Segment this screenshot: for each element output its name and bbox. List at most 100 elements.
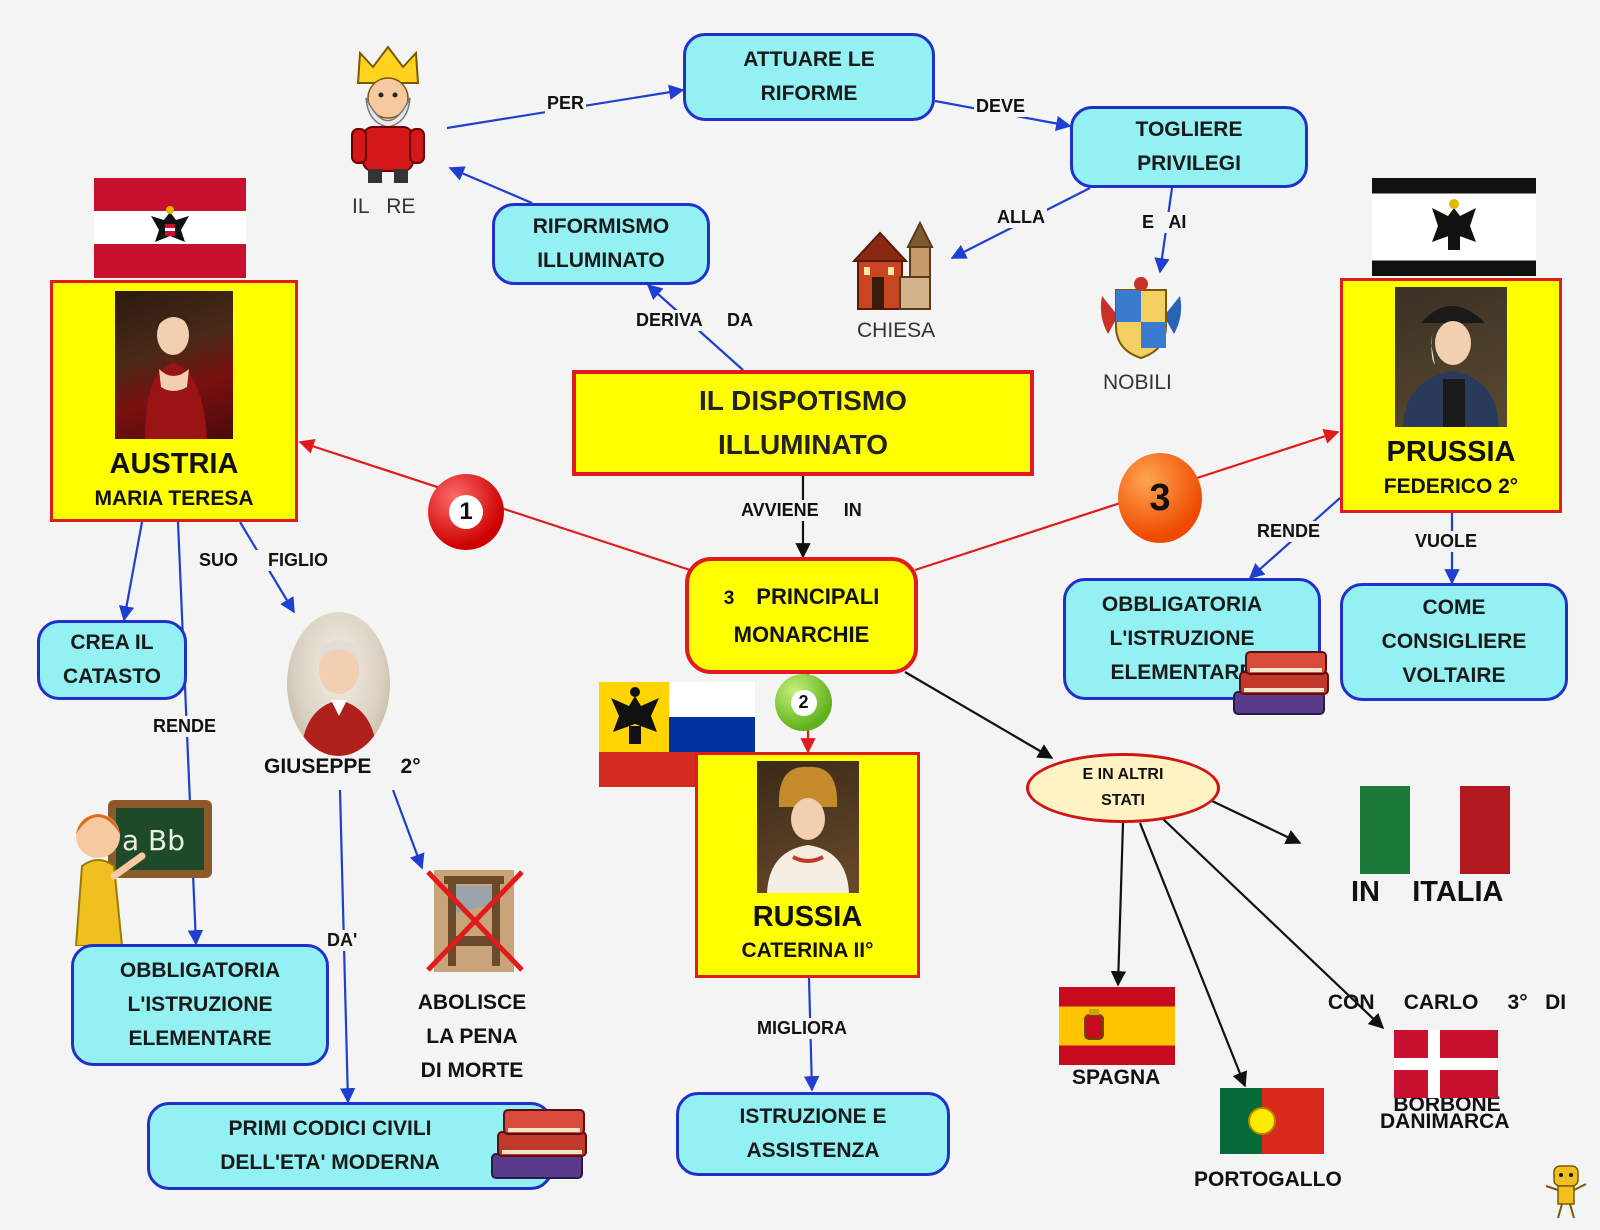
books-icon-prussia: [1233, 651, 1329, 715]
church-caption: CHIESA: [857, 319, 936, 342]
voltaire-line1: COME: [1422, 596, 1486, 619]
federico-portrait: [1395, 287, 1507, 427]
monarchie-line2: MONARCHIE: [733, 621, 870, 647]
prussia-ruler: FEDERICO 2°: [1383, 475, 1519, 498]
badge-two-number: 2: [790, 689, 817, 716]
russia-istruzione-line2: ASSISTENZA: [746, 1139, 880, 1162]
king-caption: IL RE: [352, 195, 416, 218]
altri-stati-line2: STATI: [1101, 792, 1145, 809]
badge-one-number: 1: [449, 495, 483, 529]
italy-flag: [1360, 786, 1510, 874]
node-austria-istruzione: OBBLIGATORIA L'ISTRUZIONE ELEMENTARE: [71, 944, 329, 1066]
austria-istruzione-line3: ELEMENTARE: [128, 1027, 272, 1050]
label-suo-figlio: SUO FIGLIO: [197, 550, 331, 571]
denmark-flag: [1394, 1030, 1498, 1098]
austria-ruler: MARIA TERESA: [94, 487, 254, 510]
danimarca-label: DANIMARCA: [1380, 1110, 1510, 1133]
teacher-chalkboard-icon: a Bb: [74, 800, 212, 946]
italia-title: IN ITALIA: [1351, 876, 1504, 908]
label-avviene-in: AVVIENE IN: [739, 500, 864, 521]
arrow-monarchie-altri: [904, 671, 1054, 759]
caterina-portrait: [756, 761, 859, 893]
label-deriva-da: DERIVA DA: [634, 310, 756, 331]
russia-eagle-icon: [611, 687, 659, 744]
austria-eagle-icon: [151, 206, 189, 242]
italia-ruler: CON CARLO 3° DI BORBONE: [1312, 918, 1582, 1156]
portogallo-label: PORTOGALLO: [1194, 1168, 1342, 1191]
catasto-line1: CREA IL: [70, 631, 154, 654]
giuseppe-name: GIUSEPPE 2°: [264, 755, 421, 778]
coat-of-arms-icon: [1100, 277, 1182, 360]
king-icon: [351, 45, 425, 183]
prussia-istruzione-line1: OBBLIGATORIA: [1101, 593, 1263, 616]
arrow-altri-danimarca: [1161, 817, 1385, 1030]
mascot-icon: [1545, 1165, 1587, 1219]
badge-two: 2: [775, 674, 832, 731]
prussia-flag: [1372, 178, 1536, 276]
spain-crest-icon: [1084, 1009, 1104, 1040]
books-icon: [491, 1109, 587, 1179]
node-consigliere-voltaire: COME CONSIGLIERE VOLTAIRE: [1340, 583, 1568, 701]
privilegi-line1: TOGLIERE: [1135, 118, 1243, 141]
node-codici-civili: PRIMI CODICI CIVILI DELL'ETA' MODERNA: [147, 1102, 553, 1190]
chalkboard-text: a Bb: [122, 824, 185, 857]
arrow-austria-catasto: [118, 521, 144, 622]
austria-istruzione-line1: OBBLIGATORIA: [119, 959, 281, 982]
monarchie-number: 3: [723, 587, 735, 609]
prussia-eagle-icon: [1432, 199, 1476, 250]
label-deve: DEVE: [974, 96, 1028, 117]
abolisce-line3: DI MORTE: [420, 1059, 524, 1082]
node-altri-stati: E IN ALTRI STATI: [1026, 753, 1220, 823]
riforme-line1: ATTUARE LE: [743, 48, 875, 71]
guillotine-crossed-icon: [426, 870, 524, 972]
riformismo-line1: RIFORMISMO: [532, 215, 670, 238]
label-da: DA': [325, 930, 360, 951]
russia-istruzione-line1: ISTRUZIONE E: [739, 1105, 887, 1128]
austria-flag: [94, 178, 246, 278]
arrow-riformismo-re: [448, 166, 533, 205]
voltaire-line2: CONSIGLIERE: [1381, 630, 1527, 653]
spagna-label: SPAGNA: [1072, 1066, 1161, 1089]
node-principali-monarchie: 3 PRINCIPALI MONARCHIE: [685, 557, 918, 674]
central-line2: ILLUMINATO: [717, 429, 889, 460]
altri-stati-line1: E IN ALTRI: [1082, 766, 1164, 783]
austria-country: AUSTRIA: [109, 448, 239, 480]
prussia-istruzione-line2: L'ISTRUZIONE: [1109, 627, 1255, 650]
portugal-flag: [1220, 1088, 1324, 1154]
austria-istruzione-line2: L'ISTRUZIONE: [127, 993, 273, 1016]
arrow-altri-portogallo: [1138, 822, 1248, 1088]
riformismo-line2: ILLUMINATO: [537, 249, 665, 272]
abolisce-line2: LA PENA: [426, 1025, 518, 1048]
badge-three: 3: [1118, 453, 1202, 543]
badge-one: 1: [428, 474, 504, 550]
label-rende-austria: RENDE: [151, 716, 219, 737]
arrow-giuseppe-abolisce: [391, 789, 425, 870]
label-per: PER: [545, 93, 587, 114]
abolisce-line1: ABOLISCE: [417, 991, 527, 1014]
voltaire-line3: VOLTAIRE: [1402, 664, 1506, 687]
catasto-line2: CATASTO: [63, 665, 161, 688]
privilegi-line2: PRIVILEGI: [1137, 152, 1241, 175]
abolisce-pena-di-morte: ABOLISCE LA PENA DI MORTE: [402, 986, 542, 1088]
prussia-country: PRUSSIA: [1386, 436, 1516, 468]
node-russia: RUSSIA CATERINA II°: [695, 752, 920, 978]
arrow-altri-spagna: [1110, 822, 1127, 987]
monarchie-line1: PRINCIPALI: [756, 583, 880, 609]
label-alla: ALLA: [995, 207, 1047, 228]
node-prussia: PRUSSIA FEDERICO 2°: [1340, 278, 1562, 513]
nobles-caption: NOBILI: [1103, 371, 1172, 394]
russia-ruler: CATERINA II°: [741, 939, 874, 962]
label-migliora: MIGLIORA: [755, 1018, 849, 1039]
codici-line2: DELL'ETA' MODERNA: [220, 1151, 440, 1174]
arrow-altri-italia: [1209, 799, 1302, 844]
central-line1: IL DISPOTISMO: [699, 385, 907, 416]
codici-line1: PRIMI CODICI CIVILI: [228, 1117, 432, 1140]
node-attuare-riforme: ATTUARE LE RIFORME: [683, 33, 935, 121]
maria-teresa-portrait: [115, 291, 233, 439]
node-riformismo-illuminato: RIFORMISMO ILLUMINATO: [492, 203, 710, 285]
node-togliere-privilegi: TOGLIERE PRIVILEGI: [1070, 106, 1308, 188]
label-vuole: VUOLE: [1413, 531, 1480, 552]
russia-country: RUSSIA: [752, 901, 863, 933]
node-dispotismo-illuminato: IL DISPOTISMO ILLUMINATO: [572, 370, 1034, 476]
label-e-ai: E AI: [1140, 212, 1189, 233]
